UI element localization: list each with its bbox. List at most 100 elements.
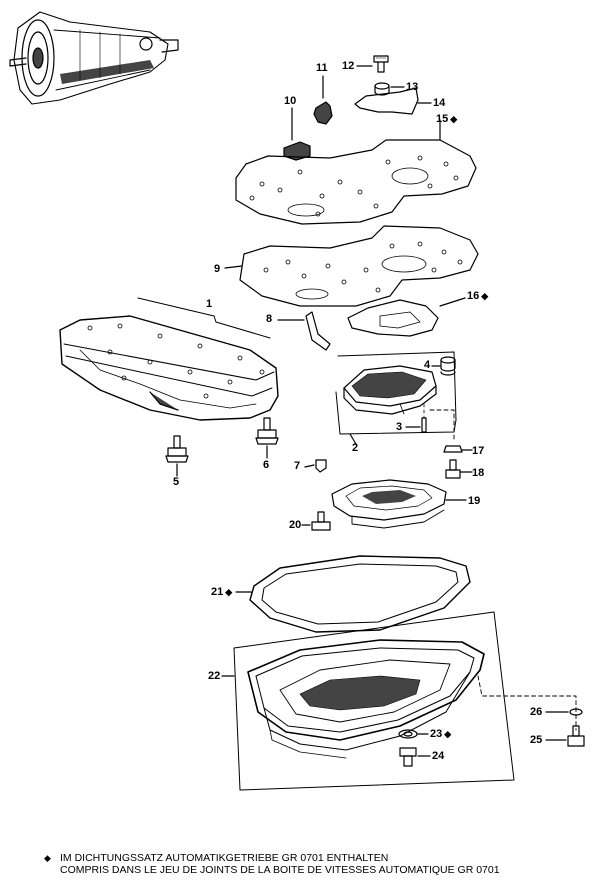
diamond-mark-icon: ◆: [444, 729, 452, 739]
callout-23: 23◆: [430, 728, 451, 740]
callout-24-label: 24: [432, 750, 445, 762]
callout-3: 3: [396, 421, 402, 433]
part-12-bolt: [373, 55, 389, 73]
callout-16-label: 16: [467, 290, 480, 302]
part-21-gasket: [249, 555, 471, 633]
callout-16: 16◆: [467, 290, 488, 302]
callout-7: 7: [294, 460, 300, 472]
callout-24: 24: [432, 750, 444, 762]
callout-1-label: 1: [206, 298, 213, 310]
part-9-plate: [239, 225, 479, 307]
callout-14-label: 14: [433, 97, 446, 109]
callout-15-label: 15: [436, 113, 449, 125]
part-19-filter: [331, 479, 447, 529]
part-5-screw: [165, 435, 189, 463]
part-3-pin: [421, 403, 427, 433]
callout-9-label: 9: [214, 263, 221, 275]
callout-6: 6: [263, 459, 269, 471]
part-16-gasket: [347, 299, 439, 337]
callout-25-label: 25: [530, 734, 543, 746]
callout-15: 15◆: [436, 113, 457, 125]
callout-14: 14: [433, 97, 445, 109]
callout-3-label: 3: [396, 421, 403, 433]
diamond-mark-icon: ◆: [44, 853, 51, 863]
callout-4-label: 4: [424, 359, 431, 371]
part-24-drain-plug: [399, 747, 417, 767]
callout-13-label: 13: [406, 81, 419, 93]
callout-13: 13: [406, 81, 418, 93]
part-2-assembly: [343, 365, 437, 415]
callout-21: 21◆: [211, 586, 232, 598]
callout-1: 1: [206, 298, 212, 310]
footnote-line-de: ◆ IM DICHTUNGSSATZ AUTOMATIKGETRIEBE GR 0…: [44, 852, 594, 864]
diamond-mark-icon: ◆: [450, 114, 458, 124]
leader-1: [137, 297, 271, 339]
callout-21-label: 21: [211, 586, 224, 598]
callout-6-label: 6: [263, 459, 270, 471]
callout-10: 10: [284, 95, 296, 107]
callout-8: 8: [266, 313, 272, 325]
leader-7: [304, 464, 315, 468]
footnote-text-fr: COMPRIS DANS LE JEU DE JOINTS DE LA BOIT…: [60, 864, 500, 876]
callout-19: 19: [468, 495, 480, 507]
dash-guide-17: [429, 409, 455, 441]
callout-17-label: 17: [472, 445, 485, 457]
leader-9: [224, 265, 243, 269]
callout-12-label: 12: [342, 60, 355, 72]
dash-guide-25: [477, 675, 577, 731]
callout-20-label: 20: [289, 519, 302, 531]
part-6-screw: [255, 417, 279, 445]
part-26-washer: [569, 708, 583, 716]
diamond-mark-icon: ◆: [481, 291, 489, 301]
callout-18-label: 18: [472, 467, 485, 479]
part-15-plate: [235, 139, 477, 225]
callout-9: 9: [214, 263, 220, 275]
callout-11: 11: [316, 62, 328, 74]
callout-26-label: 26: [530, 706, 543, 718]
callout-2: 2: [352, 442, 358, 454]
callout-18: 18: [472, 467, 484, 479]
callout-5: 5: [173, 476, 179, 488]
part-8-pipe: [305, 311, 331, 351]
callout-19-label: 19: [468, 495, 481, 507]
callout-20: 20: [289, 519, 301, 531]
part-22-bracket: [233, 611, 515, 791]
callout-5-label: 5: [173, 476, 180, 488]
part-1-valve-body: [59, 315, 279, 421]
part-17-nut: [443, 445, 463, 453]
part-13-bushing: [374, 82, 390, 96]
footnote-text-de: IM DICHTUNGSSATZ AUTOMATIKGETRIEBE GR 07…: [60, 852, 389, 864]
leader-2: [349, 433, 357, 445]
part-15-holes: [249, 155, 459, 217]
callout-2-label: 2: [352, 442, 359, 454]
callout-7-label: 7: [294, 460, 301, 472]
part-4-plug: [440, 356, 456, 376]
part-25-screw: [567, 725, 585, 747]
part-9-holes: [263, 241, 463, 300]
callout-11-label: 11: [316, 62, 328, 74]
footnote: ◆ IM DICHTUNGSSATZ AUTOMATIKGETRIEBE GR 0…: [44, 852, 594, 876]
footnote-line-fr: COMPRIS DANS LE JEU DE JOINTS DE LA BOIT…: [44, 864, 594, 876]
callout-4: 4: [424, 359, 430, 371]
callout-12: 12: [342, 60, 354, 72]
callout-23-label: 23: [430, 728, 443, 740]
callout-17: 17: [472, 445, 484, 457]
callout-22-label: 22: [208, 670, 221, 682]
transmission-overview-icon: [9, 11, 179, 105]
callout-10-label: 10: [284, 95, 297, 107]
part-22-oil-pan: [247, 639, 485, 759]
part-11-clip: [313, 101, 333, 125]
callout-22: 22: [208, 670, 220, 682]
part-7-plug: [315, 459, 327, 473]
part-20-screw: [311, 511, 331, 531]
leader-16: [439, 297, 466, 307]
callout-26: 26: [530, 706, 542, 718]
part-14-plate: [354, 87, 419, 115]
part-23-seal: [398, 729, 418, 739]
callout-8-label: 8: [266, 313, 273, 325]
part-18-screw: [445, 459, 461, 479]
part-2-bracket: [335, 351, 457, 435]
callout-25: 25: [530, 734, 542, 746]
diamond-mark-icon: ◆: [225, 587, 233, 597]
